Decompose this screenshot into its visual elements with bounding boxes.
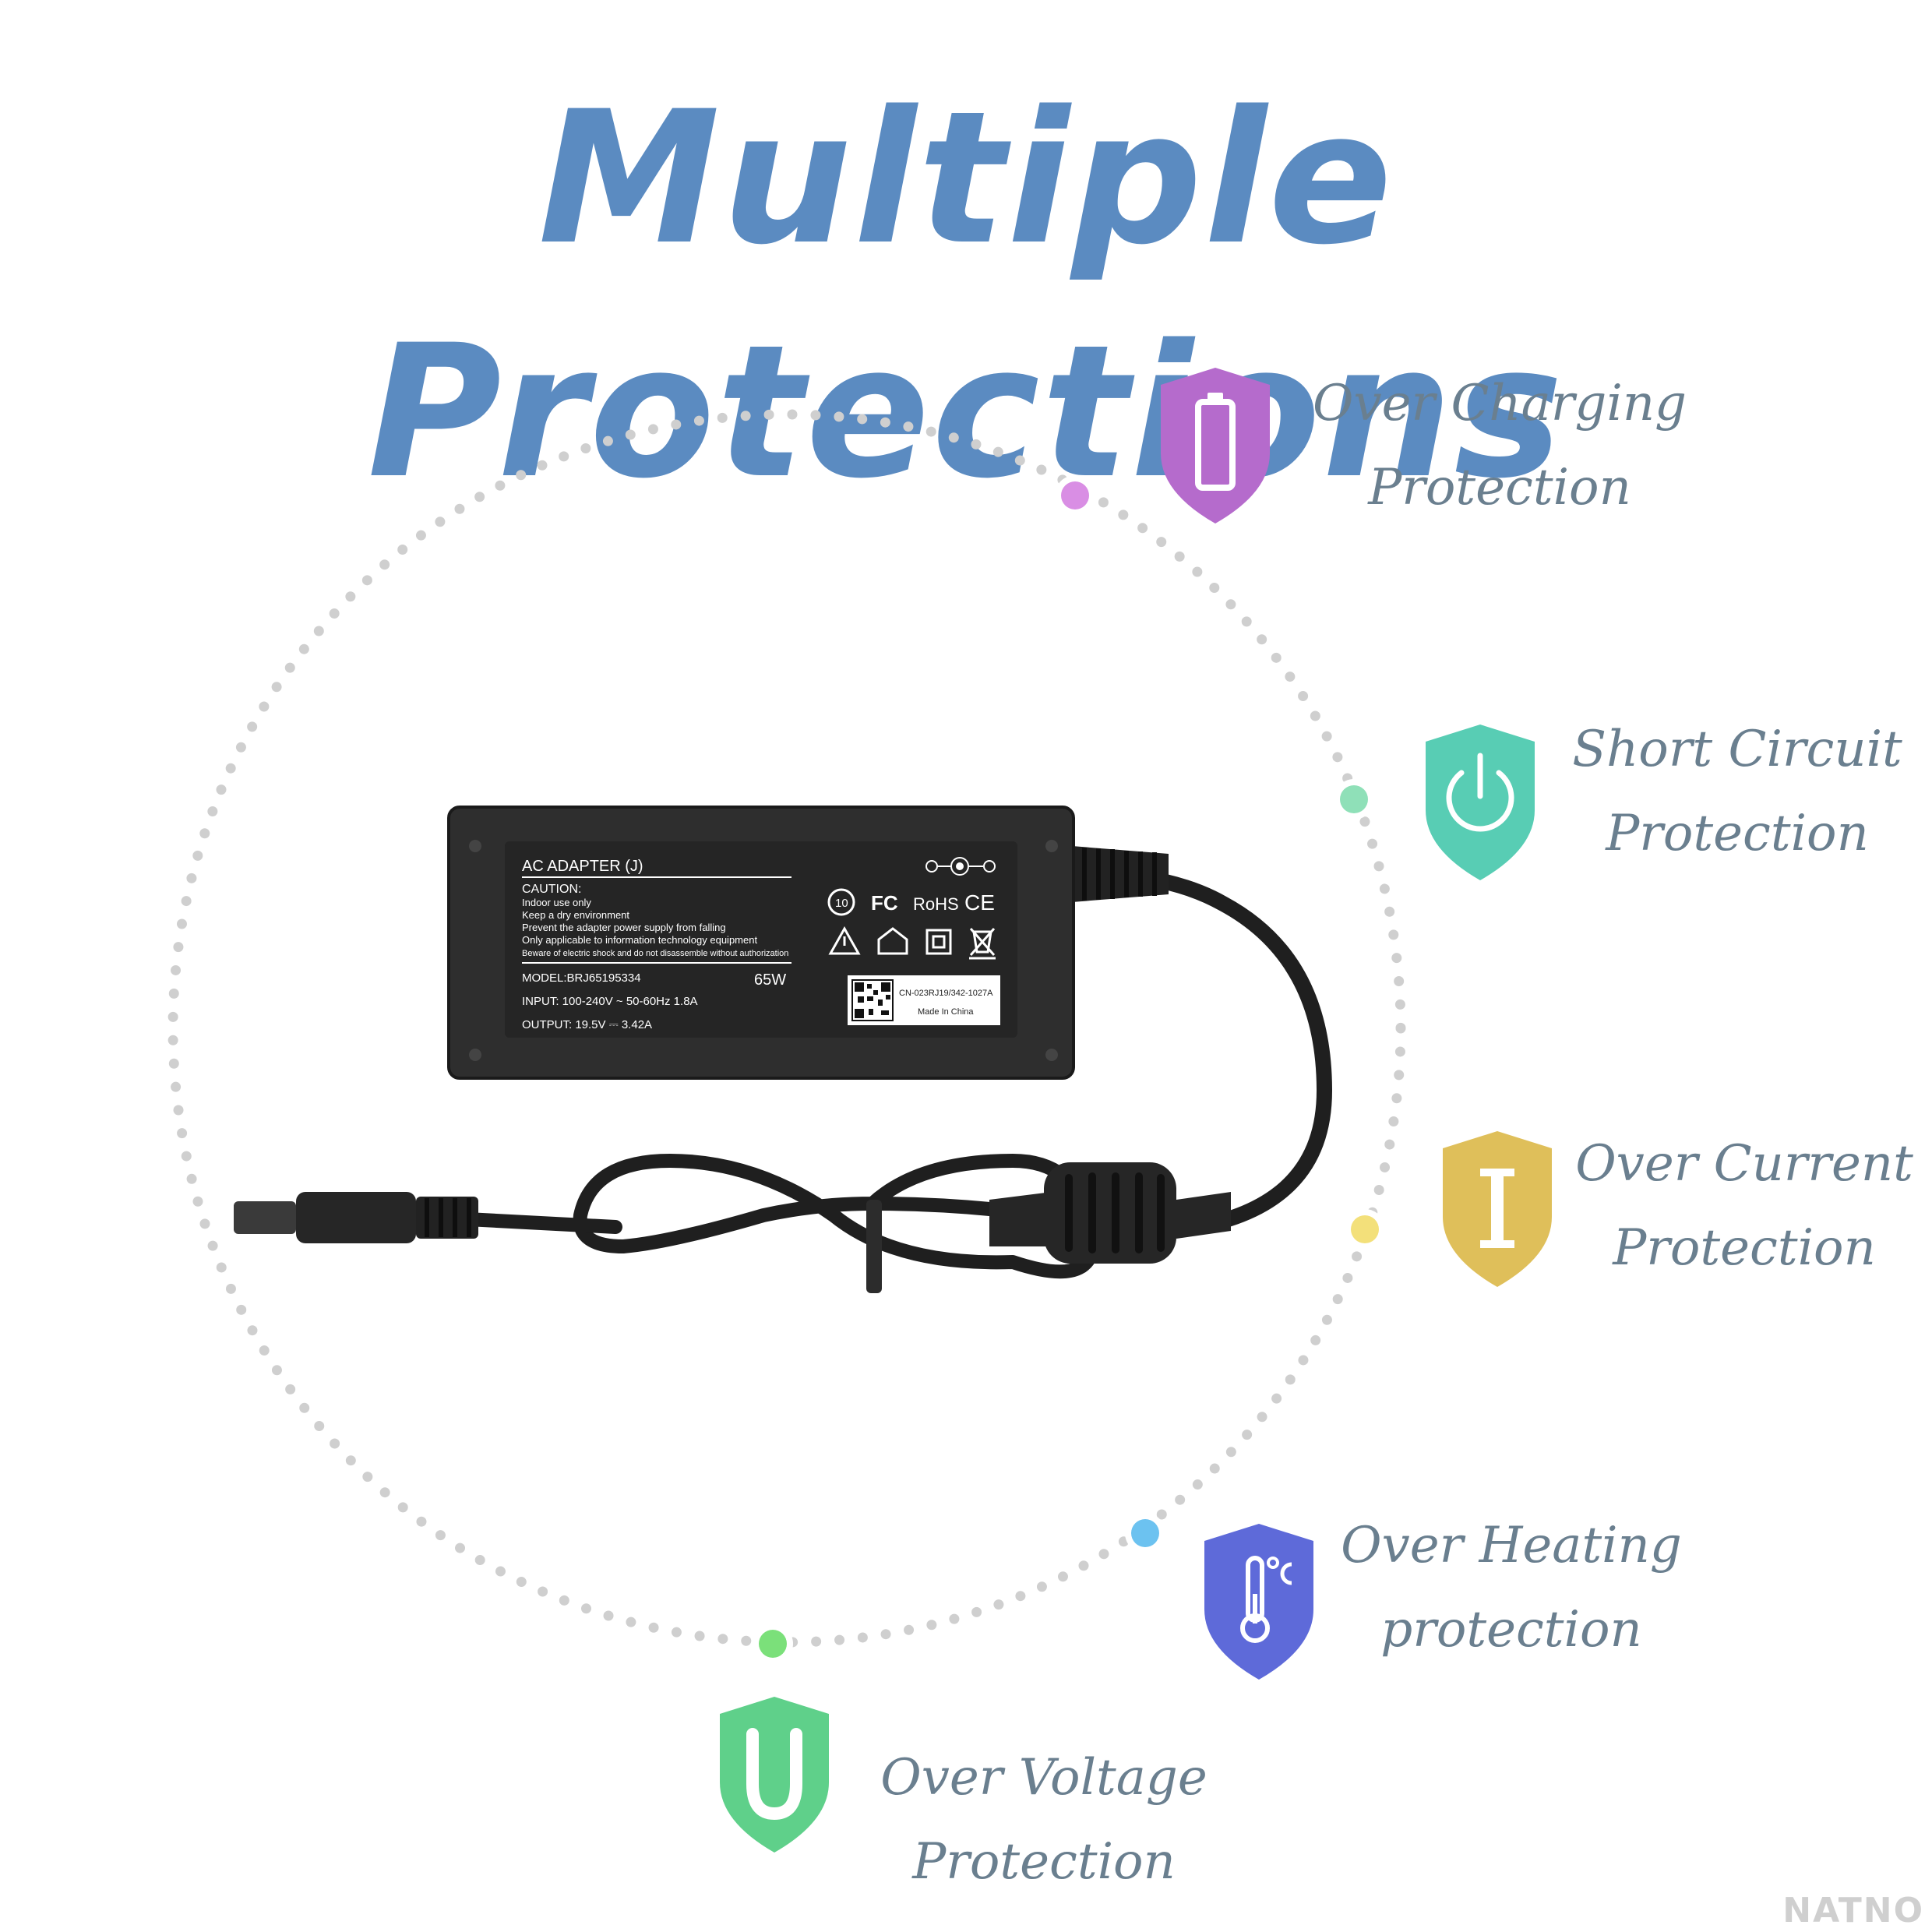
label-line: protection	[1380, 1601, 1642, 1659]
label-short-circuit: Short Circuit Protection	[1550, 707, 1924, 876]
label-over-heating: Over Heating protection	[1301, 1504, 1722, 1672]
label-line: Over Charging	[1313, 375, 1687, 432]
current-i-icon	[1480, 1169, 1514, 1248]
label-line: Protection	[1613, 1219, 1876, 1277]
brand-watermark: NATNO	[1782, 1891, 1924, 1930]
warning-triangle-icon	[828, 925, 861, 955]
fc-mark-icon: FC	[871, 891, 898, 915]
serial-number: CN-023RJ19/342-1027A	[899, 989, 993, 998]
power-icon	[1446, 753, 1514, 832]
ring-dot-short-circuit	[1334, 779, 1374, 820]
shield-over-heating	[1204, 1524, 1313, 1680]
qr-code-icon	[851, 979, 894, 1021]
label-line: Protection	[1368, 459, 1631, 516]
label-caution-line: Keep a dry environment	[522, 909, 629, 921]
weee-bin-icon	[969, 928, 996, 960]
ring-dot-current	[1345, 1209, 1385, 1250]
adapter-brick: AC ADAPTER (J) CAUTION: Indoor use only …	[447, 806, 1075, 1080]
strain-relief-brick	[1072, 846, 1169, 902]
indoor-use-icon	[877, 927, 908, 955]
origin-text: Made In China	[918, 1007, 974, 1017]
label-line: Over Heating	[1341, 1517, 1682, 1574]
label-line: Over Voltage	[880, 1749, 1208, 1807]
ring-dot-heating	[1125, 1513, 1165, 1553]
rohs-mark-icon: RoHS	[913, 894, 959, 914]
ce-mark-icon: CE	[964, 890, 995, 915]
double-insulation-icon	[925, 929, 952, 955]
cable-tie	[866, 1200, 882, 1293]
label-over-charging: Over Charging Protection	[1278, 361, 1722, 530]
label-heading: AC ADAPTER (J)	[522, 858, 643, 875]
ferrite-bead	[989, 1162, 1231, 1264]
battery-icon	[1195, 393, 1236, 491]
label-caution-line: Indoor use only	[522, 897, 591, 908]
page-title: Multiple Protections	[367, 72, 1565, 519]
ring-dot-voltage	[753, 1624, 793, 1664]
svg-text:10: 10	[835, 897, 848, 910]
label-over-voltage: Over Voltage Protection	[826, 1736, 1262, 1904]
label-model: MODEL:BRJ65195334	[522, 971, 641, 985]
voltage-u-icon	[746, 1728, 802, 1821]
shield-short-circuit	[1426, 724, 1535, 880]
label-over-current: Over Current Protection	[1558, 1122, 1930, 1290]
shield-over-charging	[1161, 368, 1270, 524]
label-line: Protection	[912, 1833, 1176, 1891]
label-line: Over Current	[1575, 1135, 1913, 1193]
polarity-icon	[925, 857, 996, 876]
dotted-ring	[167, 409, 1406, 1648]
label-output: OUTPUT: 19.5V ⎓ 3.42A	[522, 1018, 652, 1031]
label-caution-line: Only applicable to information technolog…	[522, 934, 757, 946]
label-line: Protection	[1606, 805, 1869, 862]
label-input: INPUT: 100-240V ~ 50-60Hz 1.8A	[522, 995, 698, 1008]
dc-plug	[234, 1192, 478, 1243]
label-caution-line: Prevent the adapter power supply from fa…	[522, 922, 726, 933]
label-wattage: 65W	[754, 971, 786, 989]
label-line: Short Circuit	[1572, 721, 1902, 778]
ring-dot-charging	[1055, 475, 1095, 516]
thermometer-icon	[1240, 1556, 1292, 1643]
label-caution-line: Beware of electric shock and do not disa…	[522, 949, 788, 958]
label-caution-title: CAUTION:	[522, 883, 581, 896]
serial-sticker: CN-023RJ19/342-1027A Made In China	[848, 975, 1000, 1025]
shield-over-current	[1443, 1131, 1552, 1287]
shield-over-voltage	[720, 1697, 829, 1853]
efficiency-badge-icon: 10	[827, 888, 855, 916]
